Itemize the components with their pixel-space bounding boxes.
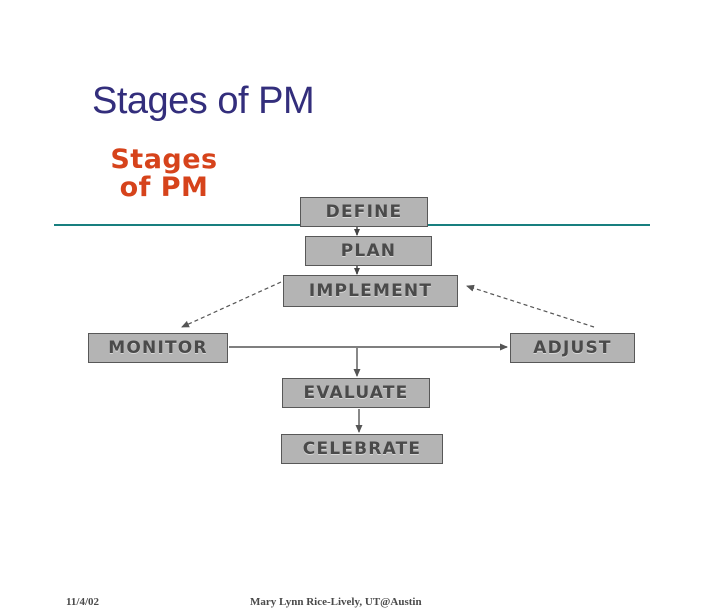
footer-credit: Mary Lynn Rice-Lively, UT@Austin [250, 596, 422, 608]
node-plan: PLAN [305, 236, 432, 266]
arrow-adjust-to-implement [466, 284, 595, 328]
slide-footer: 11/4/02 Mary Lynn Rice-Lively, UT@Austin [0, 596, 720, 616]
footer-date: 11/4/02 [66, 596, 100, 608]
page-title: Stages of PM [92, 80, 315, 122]
node-adjust: ADJUST [510, 333, 635, 363]
stages-of-pm-diagram: Stages of PM [0, 136, 720, 608]
slide-canvas: Stages of PM Stages of PM [0, 80, 720, 608]
diagram-heading-line1: Stages [110, 144, 218, 175]
node-monitor: MONITOR [88, 333, 228, 363]
node-implement: IMPLEMENT [283, 275, 458, 307]
diagram-heading: Stages of PM [84, 146, 244, 201]
diagram-heading-line2: of PM [119, 171, 209, 203]
node-celebrate: CELEBRATE [281, 434, 443, 464]
node-evaluate: EVALUATE [282, 378, 430, 408]
arrow-implement-to-monitor [181, 281, 282, 328]
node-define: DEFINE [300, 197, 428, 227]
